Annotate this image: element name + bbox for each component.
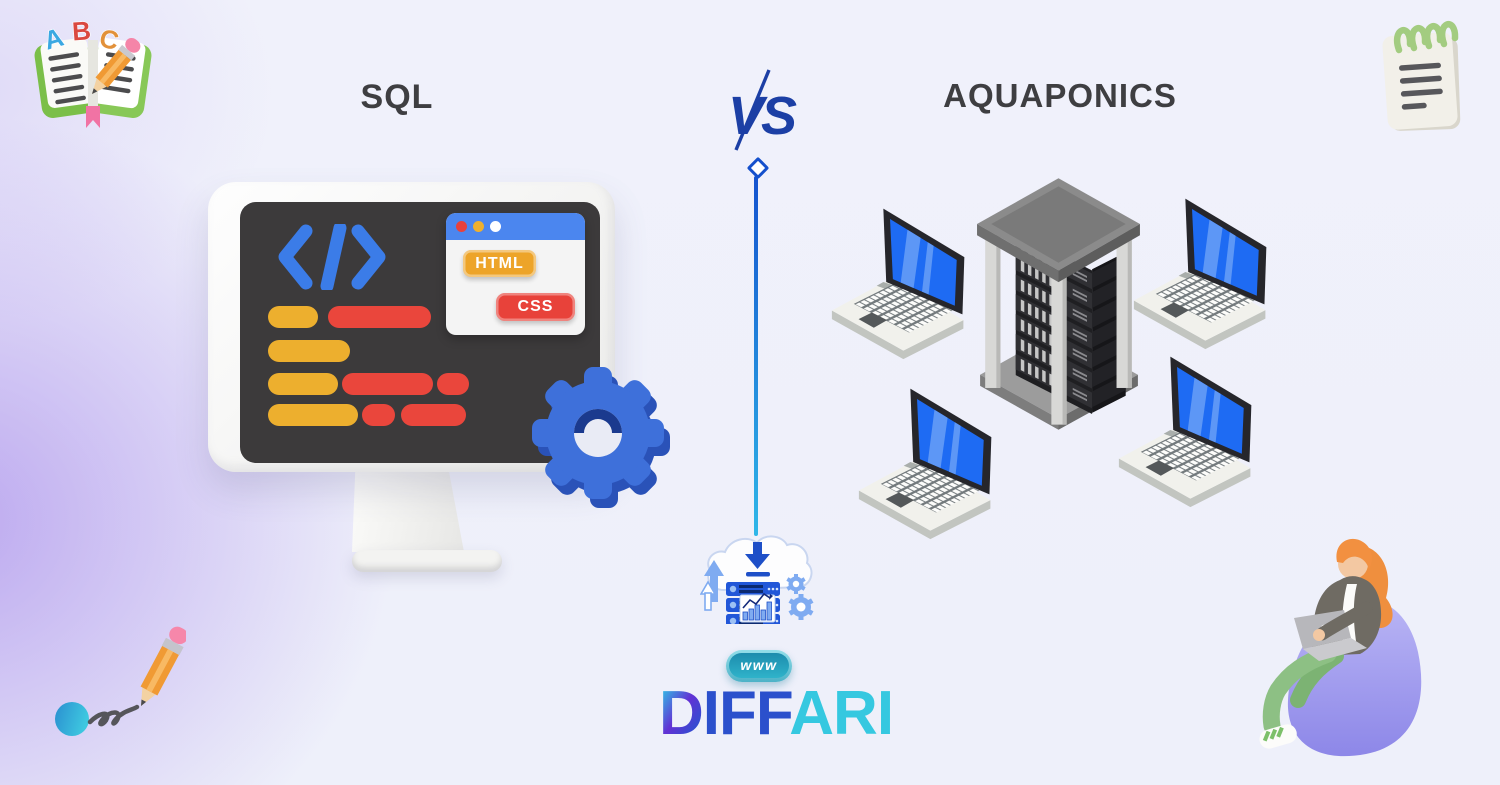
code-line (268, 306, 318, 328)
ball-icon (55, 702, 89, 736)
abc-book-icon: A B C (34, 15, 152, 128)
code-line (268, 404, 358, 426)
pencil-scribble-icon (55, 626, 186, 736)
analytics-chart-icon (739, 592, 776, 623)
person-on-beanbag-icon (1259, 538, 1422, 757)
logo-part-cyan: ARI (789, 679, 894, 748)
diffari-logo: DIFFARI (600, 676, 952, 752)
monitor-screen: HTML CSS (240, 202, 600, 463)
legs (1262, 645, 1337, 735)
left-title: SQL (360, 78, 434, 116)
code-line (268, 373, 338, 395)
server-network-illustration (820, 168, 1320, 548)
code-line (401, 404, 466, 426)
download-arrow-icon (745, 542, 770, 577)
connector-diamond-icon (746, 156, 770, 180)
gear-icon (532, 367, 670, 508)
vs-label: VS (728, 86, 797, 146)
code-monitor-illustration: HTML CSS (200, 176, 680, 576)
browser-window-card: HTML CSS (446, 213, 585, 335)
red-dot-icon (456, 221, 467, 232)
book-letter-b: B (71, 15, 92, 46)
white-dot-icon (490, 221, 501, 232)
cloud-server-icon (700, 535, 814, 624)
arm (1315, 601, 1373, 641)
browser-titlebar (446, 213, 585, 240)
spiral-binding (1394, 21, 1459, 54)
yellow-dot-icon (473, 221, 484, 232)
monitor-stand (352, 468, 464, 552)
laptop-icon (1130, 190, 1275, 352)
logo-part-blue: IFF (702, 679, 791, 748)
code-line (437, 373, 469, 395)
right-title: AQUAPONICS (943, 77, 1177, 114)
laptop-icon (855, 380, 1000, 542)
vs-emblem: VS (728, 69, 800, 151)
logo-letter-d: D (658, 679, 704, 748)
laptop-base (1303, 638, 1367, 661)
vs-slash-line (734, 69, 771, 151)
code-line (328, 306, 431, 328)
laptop-icon (828, 200, 973, 362)
code-line (362, 404, 395, 426)
scribble-line (87, 704, 140, 727)
bookmark-ribbon (86, 106, 100, 128)
notepad-lines (1399, 62, 1443, 110)
code-brackets-icon (278, 224, 386, 290)
sneaker (1259, 724, 1297, 749)
laptop-icon (1115, 348, 1260, 510)
notepad-icon (1382, 21, 1461, 131)
code-line (268, 340, 350, 362)
html-badge: HTML (463, 250, 536, 277)
book-pencil-icon (92, 38, 141, 94)
code-line (342, 373, 433, 395)
css-badge: CSS (496, 293, 575, 321)
connector-line (754, 176, 758, 536)
server-rack-icon (977, 178, 1140, 430)
cloud-gears-icon (786, 574, 814, 620)
www-badge: www (726, 650, 792, 682)
www-label: www (729, 653, 789, 678)
cloud-up-arrows-icon (700, 560, 724, 611)
monitor-stand-base (352, 550, 502, 572)
